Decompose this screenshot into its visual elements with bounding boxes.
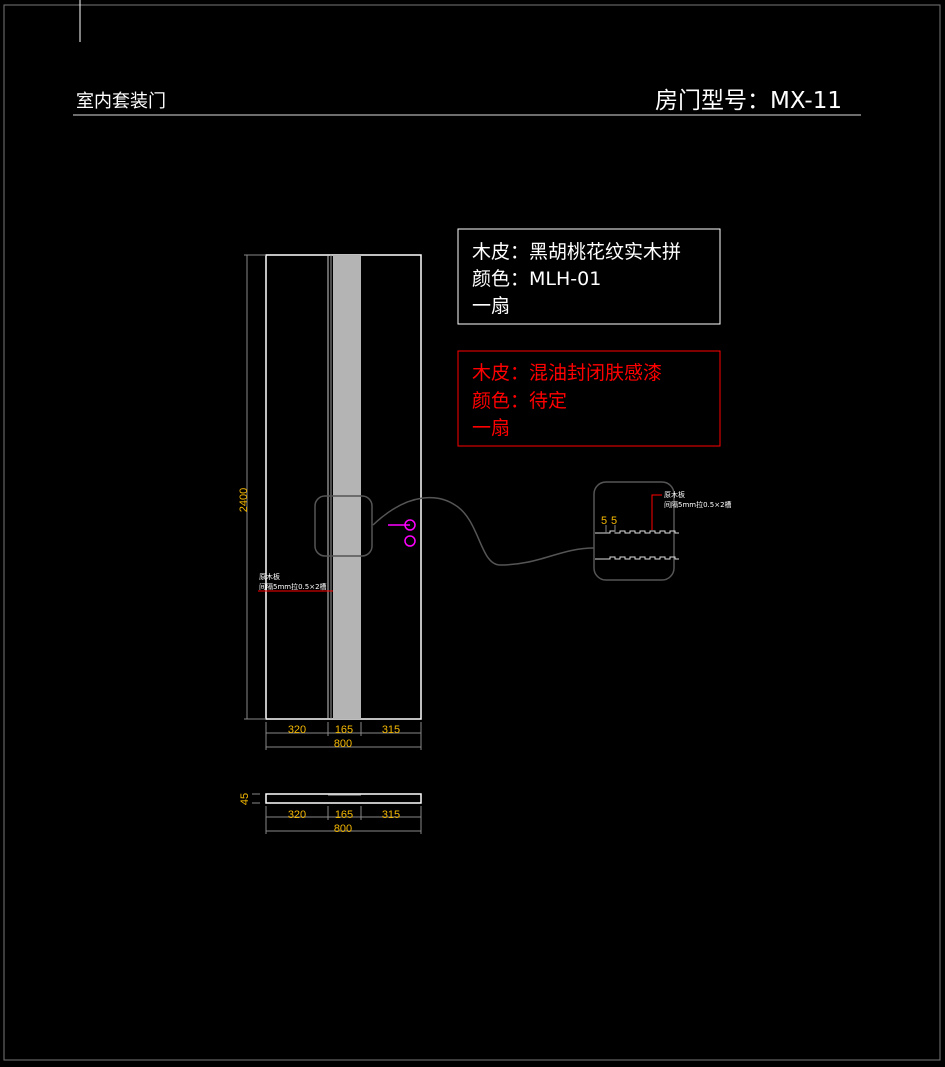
spec-box-1 [457, 228, 721, 325]
section-width-2: 165 [335, 809, 353, 821]
spec-box-2 [457, 350, 721, 447]
door-panel-strip [333, 255, 361, 719]
groove-detail: 5 5 原木板 间隔5mm拉0.5×2槽 [593, 481, 732, 581]
door-section: 45 320 165 315 800 [239, 793, 422, 835]
door-elevation: 原木板 间隔5mm拉0.5×2槽 2400 320 165 315 800 [238, 254, 595, 750]
leader-curve [372, 496, 595, 566]
section-total-width: 800 [334, 823, 352, 835]
header-right-title: 房门型号：MX-11 [655, 88, 842, 114]
spec1-color: 颜色：MLH-01 [472, 268, 601, 290]
elevation-note-2: 间隔5mm拉0.5×2槽 [259, 582, 327, 591]
width-dim-2: 165 [335, 724, 353, 736]
spec2-color: 颜色：待定 [472, 390, 567, 412]
spec2-leaf: 一扇 [472, 417, 510, 439]
width-dim-1: 320 [288, 724, 306, 736]
width-dim-3: 315 [382, 724, 400, 736]
elevation-note-1: 原木板 [259, 572, 280, 581]
section-width-1: 320 [288, 809, 306, 821]
section-width-3: 315 [382, 809, 400, 821]
spec1-veneer: 木皮：黑胡桃花纹实木拼 [472, 241, 681, 263]
total-width-dim: 800 [334, 738, 352, 750]
height-dim: 2400 [238, 488, 250, 512]
drawing-frame [3, 4, 941, 1061]
thickness-dim: 45 [239, 793, 251, 805]
detail-callout [314, 495, 373, 557]
spec1-leaf: 一扇 [472, 295, 510, 317]
lock-keyhole-icon [404, 535, 416, 547]
spec2-veneer: 木皮：混油封闭肤感漆 [472, 362, 662, 384]
detail-dim-1: 5 [601, 515, 607, 527]
detail-dim-2: 5 [611, 515, 617, 527]
detail-note-1: 原木板 [664, 490, 685, 499]
detail-note-2: 间隔5mm拉0.5×2槽 [664, 500, 732, 509]
header-left-title: 室内套装门 [76, 91, 166, 112]
